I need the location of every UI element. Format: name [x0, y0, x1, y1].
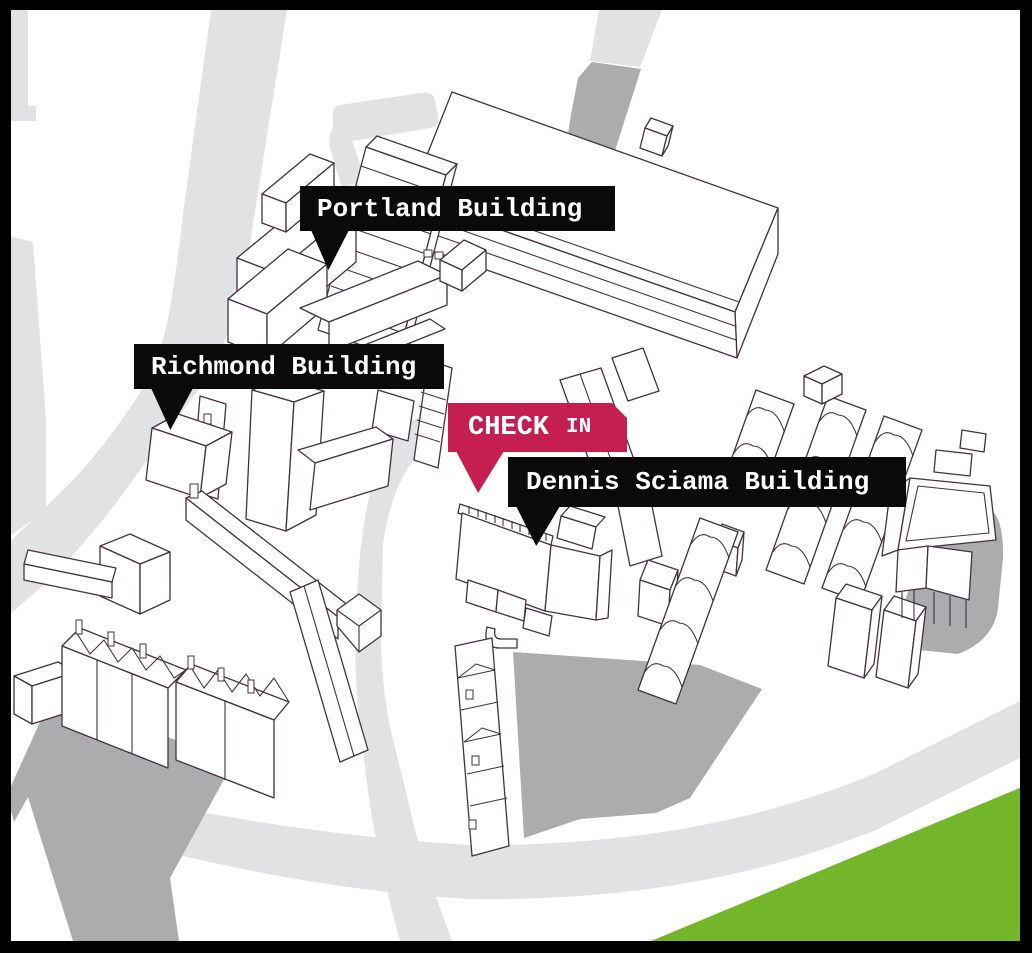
building-scalloped-complex: [637, 365, 927, 705]
check-in-label-text: CHECK: [468, 412, 550, 443]
check-in-label: CHECK IN: [448, 403, 627, 452]
building-richmond: [13, 378, 394, 725]
dennis-sciama-building-label: Dennis Sciama Building: [508, 457, 906, 507]
building-terraces: [61, 579, 369, 799]
roads-layer: [11, 10, 1020, 941]
richmond-building-label-text: Richmond Building: [151, 351, 417, 382]
building-far-right: [881, 429, 997, 628]
grass-area: [651, 787, 1020, 941]
dennis-sciama-building-label-text: Dennis Sciama Building: [526, 467, 870, 497]
richmond-building-label: Richmond Building: [134, 344, 444, 389]
check-in-label-text-small: IN: [566, 416, 592, 439]
building-bottom-strip: [454, 637, 510, 857]
portland-building-label: Portland Building: [300, 186, 615, 231]
portland-building-label-text: Portland Building: [317, 193, 583, 224]
building-dennis-sciama: [455, 503, 613, 649]
building-mid-slabs: [559, 347, 663, 567]
